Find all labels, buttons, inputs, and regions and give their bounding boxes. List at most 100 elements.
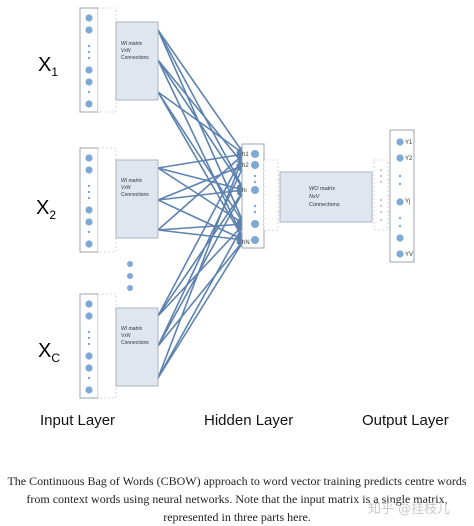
- column-dot: [380, 175, 382, 177]
- input-to-hidden-arrow: [157, 223, 245, 379]
- output-ellipsis-dot: [398, 174, 402, 178]
- input-ellipsis-dot: [87, 184, 91, 188]
- input-to-hidden-arrow: [157, 91, 245, 225]
- wo-matrix-box: [279, 171, 373, 223]
- output-node-label: Y1: [405, 140, 413, 146]
- ellipsis-dot: [127, 285, 133, 291]
- ellipsis-dot: [127, 261, 133, 267]
- input-ellipsis-dot: [87, 342, 91, 346]
- input-node: [85, 386, 93, 394]
- hidden-layer-label: Hidden Layer: [204, 412, 294, 429]
- input-to-hidden-arrow: [157, 151, 245, 169]
- input-node: [85, 14, 93, 22]
- input-ellipsis-dot: [87, 376, 91, 380]
- input-to-hidden-arrow: [157, 164, 245, 347]
- input-ellipsis-dot: [87, 336, 91, 340]
- input-ellipsis-dot: [87, 196, 91, 200]
- hidden-node: [251, 236, 259, 244]
- input-node: [85, 100, 93, 108]
- input-node: [85, 300, 93, 308]
- input-node: [85, 312, 93, 320]
- input-node: [85, 26, 93, 34]
- connection-arrows: [157, 29, 389, 379]
- hidden-ellipsis-dot: [253, 174, 257, 178]
- input-ellipsis-dot: [87, 230, 91, 234]
- input-dot-column: [97, 293, 117, 399]
- column-dot: [380, 219, 382, 221]
- ellipsis-dot: [127, 273, 133, 279]
- input-to-hidden-arrow: [157, 153, 245, 317]
- wi-matrix-box: [115, 307, 159, 387]
- column-dot: [380, 169, 382, 171]
- wi-matrix-dim: VxN: [121, 333, 131, 339]
- input-to-hidden-arrow: [157, 199, 245, 241]
- input-node: [85, 66, 93, 74]
- caption-line-3: represented in three parts here.: [163, 510, 311, 524]
- input-ellipsis-dot: [87, 50, 91, 54]
- hidden-node: [251, 150, 259, 158]
- input-to-hidden-arrow: [157, 59, 245, 166]
- input-label-x1: X1: [38, 54, 58, 79]
- input-group-1: X1 WI matrix VxN Connections: [38, 7, 159, 113]
- output-layer-label: Output Layer: [362, 412, 449, 429]
- column-dot: [380, 199, 382, 201]
- input-node: [85, 206, 93, 214]
- input-label-x2: X2: [36, 197, 56, 222]
- input-to-hidden-arrow: [157, 153, 245, 231]
- input-ellipsis-dot: [87, 44, 91, 48]
- wi-matrix-sub: Connections: [121, 192, 149, 198]
- input-node: [85, 364, 93, 372]
- input-vector-column: [79, 147, 99, 253]
- wo-matrix-title: WO matrix: [309, 186, 335, 192]
- watermark: 知乎 @挂枝儿: [368, 502, 451, 517]
- input-node: [85, 352, 93, 360]
- figure-caption: The Continuous Bag of Words (CBOW) appro…: [0, 472, 474, 526]
- output-ellipsis-dot: [398, 224, 402, 228]
- hidden-node-label: h2: [242, 163, 249, 169]
- hidden-ellipsis-dot: [253, 180, 257, 184]
- hidden-node-label: h1: [242, 152, 249, 158]
- hidden-vector-column: [241, 143, 265, 249]
- wo-matrix-dim: NxV: [309, 194, 321, 200]
- wi-matrix-title: WI matrix: [121, 178, 143, 184]
- output-node-label: YV: [405, 252, 413, 258]
- output-ellipsis-dot: [398, 182, 402, 186]
- input-to-hidden-arrow: [157, 29, 245, 155]
- output-vector-column: [389, 129, 415, 263]
- hidden-node: [251, 161, 259, 169]
- input-ellipsis-dot: [87, 90, 91, 94]
- input-label-xc: XC: [38, 340, 60, 365]
- input-node: [85, 218, 93, 226]
- input-to-hidden-arrow: [157, 167, 245, 193]
- input-to-hidden-arrow: [157, 220, 245, 231]
- output-node: [396, 198, 404, 206]
- hidden-dot-column: [263, 159, 279, 231]
- input-to-hidden-arrow: [157, 239, 245, 379]
- input-node: [85, 78, 93, 86]
- input-layer-label: Input Layer: [40, 412, 116, 429]
- input-ellipsis-dot: [87, 330, 91, 334]
- output-nodes: [380, 138, 404, 258]
- group-ellipsis: [127, 261, 133, 291]
- caption-line-2: from context words using neural networks…: [26, 492, 448, 506]
- hidden-ellipsis-dot: [253, 204, 257, 208]
- hidden-node-label: hN: [242, 240, 250, 246]
- input-to-hidden-arrow: [157, 189, 245, 317]
- input-vector-column: [79, 7, 99, 113]
- hidden-node-label: hi: [242, 188, 247, 194]
- wi-matrix-box: [115, 159, 159, 239]
- wi-matrix-title: WI matrix: [121, 326, 143, 332]
- input-group-c: XC WI matrix VxN Connections: [38, 293, 159, 399]
- wi-matrix-sub: Connections: [121, 55, 149, 61]
- output-node: [396, 234, 404, 242]
- column-dot: [380, 205, 382, 207]
- output-layer: Y1 Y2 Yj YV: [373, 129, 415, 263]
- wi-matrix-dim: VxN: [121, 48, 131, 54]
- output-dot-column: [373, 159, 389, 231]
- input-to-hidden-arrow: [157, 153, 246, 379]
- wi-matrix-sub: Connections: [121, 340, 149, 346]
- input-to-hidden-arrow: [157, 91, 245, 155]
- output-node-label: Y2: [405, 156, 413, 162]
- hidden-node: [251, 220, 259, 228]
